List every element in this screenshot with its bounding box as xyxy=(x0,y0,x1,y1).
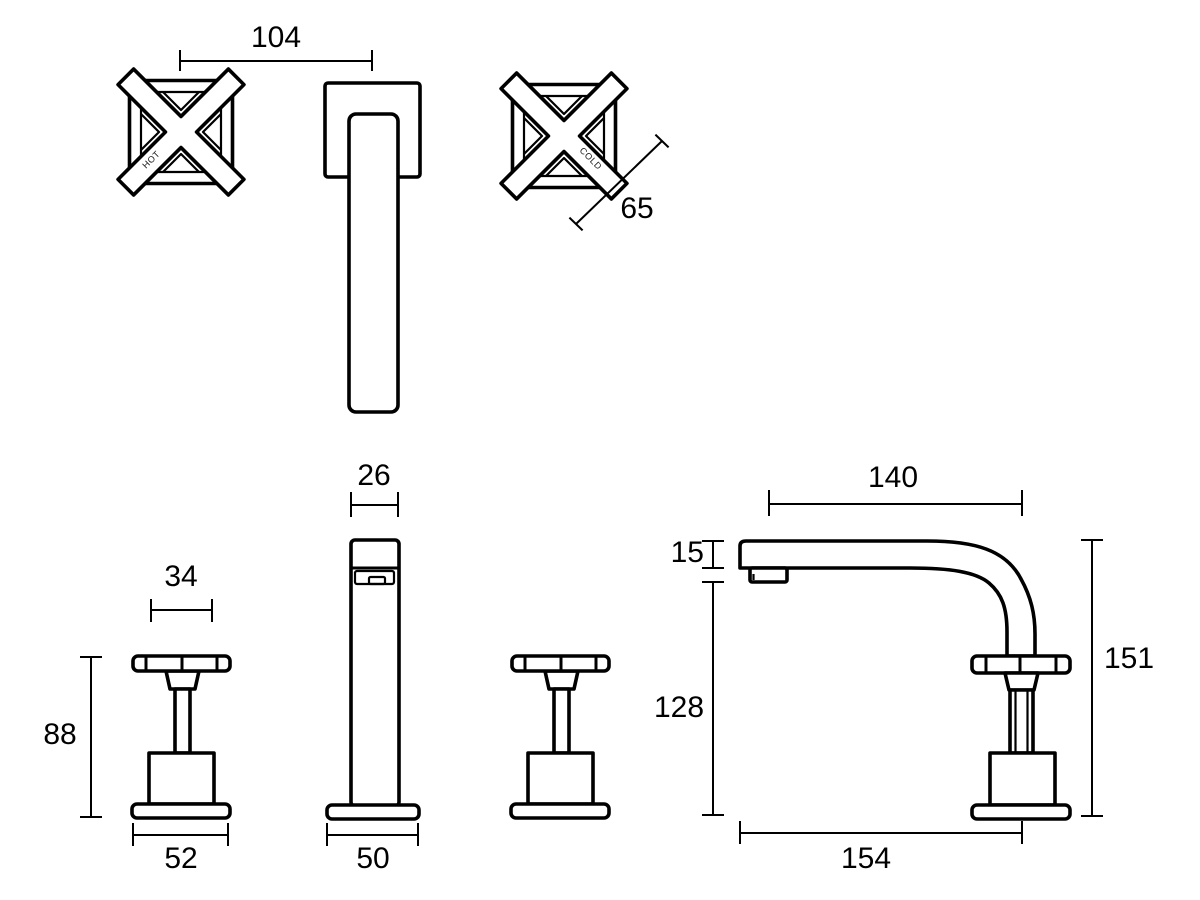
dim-line xyxy=(712,582,714,816)
dim-value: 104 xyxy=(250,21,302,54)
dim-line xyxy=(180,60,372,62)
spout-tube-plan xyxy=(347,112,400,414)
dim-tick xyxy=(702,581,724,583)
handle-body xyxy=(147,751,216,806)
dim-line xyxy=(575,140,663,225)
dim-line xyxy=(740,832,1022,834)
dim-line xyxy=(712,542,714,568)
dim-tick xyxy=(80,816,102,818)
chevron-bottom xyxy=(545,156,583,177)
dim-value: 65 xyxy=(620,192,654,225)
dim-tick xyxy=(1081,539,1103,541)
dim-tick xyxy=(132,823,134,846)
dim-value: 26 xyxy=(357,459,391,492)
dim-tick xyxy=(739,821,741,844)
dim-tick xyxy=(179,50,181,71)
handle-inner-square xyxy=(522,94,606,178)
dim-tick xyxy=(702,567,724,569)
spout-base-flange xyxy=(325,803,421,821)
spout-gooseneck-outline xyxy=(738,539,1037,658)
dim-value: 154 xyxy=(840,842,892,875)
dim-tick xyxy=(1081,815,1103,817)
handle-neck xyxy=(543,669,580,691)
chevron-top xyxy=(162,91,200,112)
dim-tick xyxy=(568,216,584,232)
handle-base-flange xyxy=(130,802,232,820)
handle-stem xyxy=(173,687,192,755)
dim-tick xyxy=(397,492,399,517)
dim-tick xyxy=(227,823,229,846)
dim-value: 50 xyxy=(356,842,390,875)
dim-line xyxy=(351,504,398,506)
spout-front-view xyxy=(325,538,421,821)
dim-line xyxy=(90,657,92,817)
spout-neck xyxy=(1003,671,1040,692)
dim-tick xyxy=(371,50,373,71)
dim-tick xyxy=(150,599,152,622)
handle-inner-square xyxy=(139,90,223,174)
handle-body xyxy=(526,751,595,806)
chevron-top xyxy=(545,95,583,116)
aerator-notch xyxy=(367,575,387,586)
spout-column xyxy=(349,538,401,808)
dim-tick xyxy=(417,823,419,846)
dim-line xyxy=(133,834,228,836)
dim-tick xyxy=(702,540,724,542)
dim-line xyxy=(1091,540,1093,816)
dim-handle-diagonal xyxy=(568,133,670,232)
dim-value: 15 xyxy=(670,536,704,569)
chevron-left xyxy=(523,117,544,155)
cross-handle-x xyxy=(499,71,629,201)
handle-side-view-left xyxy=(130,654,232,820)
dim-tick xyxy=(80,656,102,658)
dim-tick xyxy=(1021,821,1023,844)
dim-value: 140 xyxy=(867,461,919,494)
chevron-bottom xyxy=(162,152,200,173)
dim-value: 128 xyxy=(653,691,705,724)
dim-value: 34 xyxy=(164,560,198,593)
chevron-left xyxy=(140,113,161,151)
dim-tick xyxy=(211,599,213,622)
spout-base-flange xyxy=(970,803,1072,821)
handle-stem xyxy=(552,687,571,755)
dim-line xyxy=(769,503,1022,505)
cross-handle-x xyxy=(116,67,246,197)
spout-shank xyxy=(1008,688,1035,755)
dim-tick xyxy=(350,492,352,517)
handle-neck xyxy=(164,669,201,691)
dim-line xyxy=(327,834,418,836)
cold-handle-plan-view: COLD xyxy=(499,71,629,201)
dim-value: 88 xyxy=(43,718,77,751)
handle-base-flange xyxy=(509,802,611,820)
spout-side-view xyxy=(738,539,1072,821)
dim-tick xyxy=(326,823,328,846)
hot-handle-plan-view: HOT xyxy=(116,67,246,197)
dim-tick xyxy=(1021,490,1023,516)
spout-plan-view xyxy=(323,81,422,414)
handle-side-view-right xyxy=(509,654,611,820)
chevron-right xyxy=(584,117,605,155)
dim-line xyxy=(151,609,212,611)
dim-tick xyxy=(654,133,670,149)
spout-outlet-tip xyxy=(748,566,789,584)
dim-tick xyxy=(702,814,724,816)
spout-lower-body xyxy=(988,751,1057,807)
dim-value: 52 xyxy=(164,842,198,875)
dim-tick xyxy=(768,490,770,516)
chevron-right xyxy=(201,113,222,151)
dim-value: 151 xyxy=(1103,642,1155,675)
